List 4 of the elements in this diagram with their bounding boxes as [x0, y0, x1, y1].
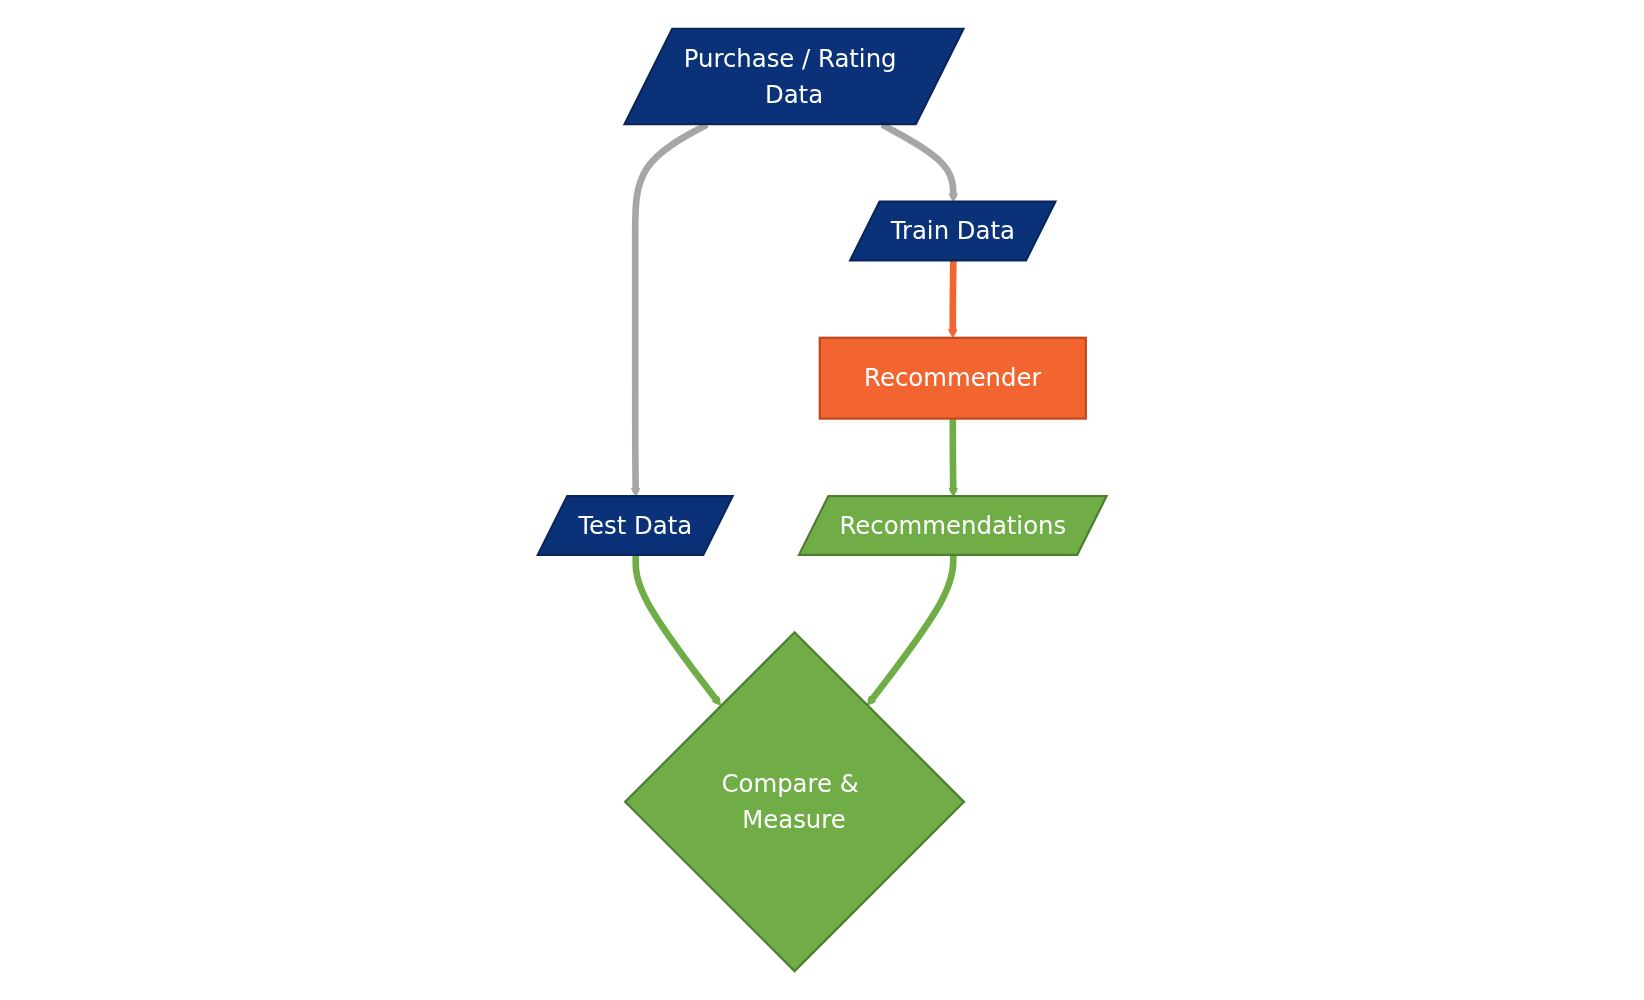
node-box: Recommender [818, 336, 1087, 420]
arrow [632, 555, 721, 707]
arrow [866, 555, 957, 707]
node-diamond: Compare & Measure [623, 630, 966, 973]
